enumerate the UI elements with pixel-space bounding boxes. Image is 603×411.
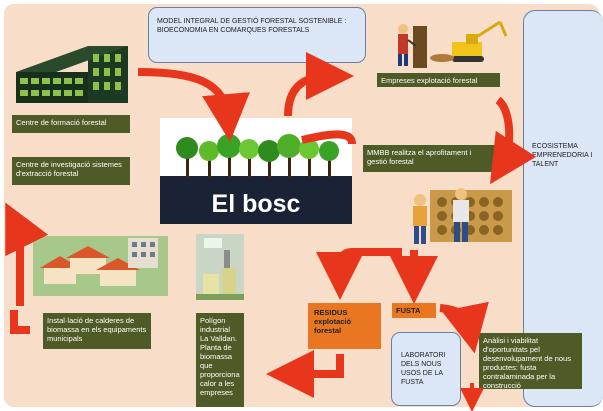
label-mmbb: MMBB realitza el aprofitament i gestió f… [363, 145, 497, 172]
ecosystem-label: ECOSISTEMA EMPRENEDORIA I TALENT [532, 143, 593, 168]
label-empreses: Empreses explotació forestal [377, 73, 500, 87]
label-poligon: Polígon industrial La Valldan. Planta de… [196, 313, 244, 407]
forest-trees-icon [160, 134, 352, 188]
label-centre-formacio: Centre de formació forestal [12, 115, 130, 133]
label-fusta: FUSTA [392, 303, 436, 318]
model-title-text: MODEL INTEGRAL DE GESTIÓ FORESTAL SOSTEN… [157, 18, 347, 34]
model-title-box: MODEL INTEGRAL DE GESTIÓ FORESTAL SOSTEN… [148, 7, 366, 63]
label-residus: RESIDUS explotació forestal [308, 303, 381, 349]
laboratori-label: LABORATORI DELS NOUS USOS DE LA FUSTA [401, 352, 446, 386]
forest-center-box: El bosc [160, 118, 352, 224]
center-title: El bosc [160, 185, 352, 224]
label-installacio: Instal·lació de calderes de biomassa en … [43, 313, 151, 349]
label-centre-investigacio: Centre de investigació sistemes d'extrac… [12, 157, 130, 185]
laboratori-box: LABORATORI DELS NOUS USOS DE LA FUSTA [391, 332, 461, 406]
label-analisi: Anàlisi i viabilitat d'oportunitats pel … [479, 333, 582, 390]
